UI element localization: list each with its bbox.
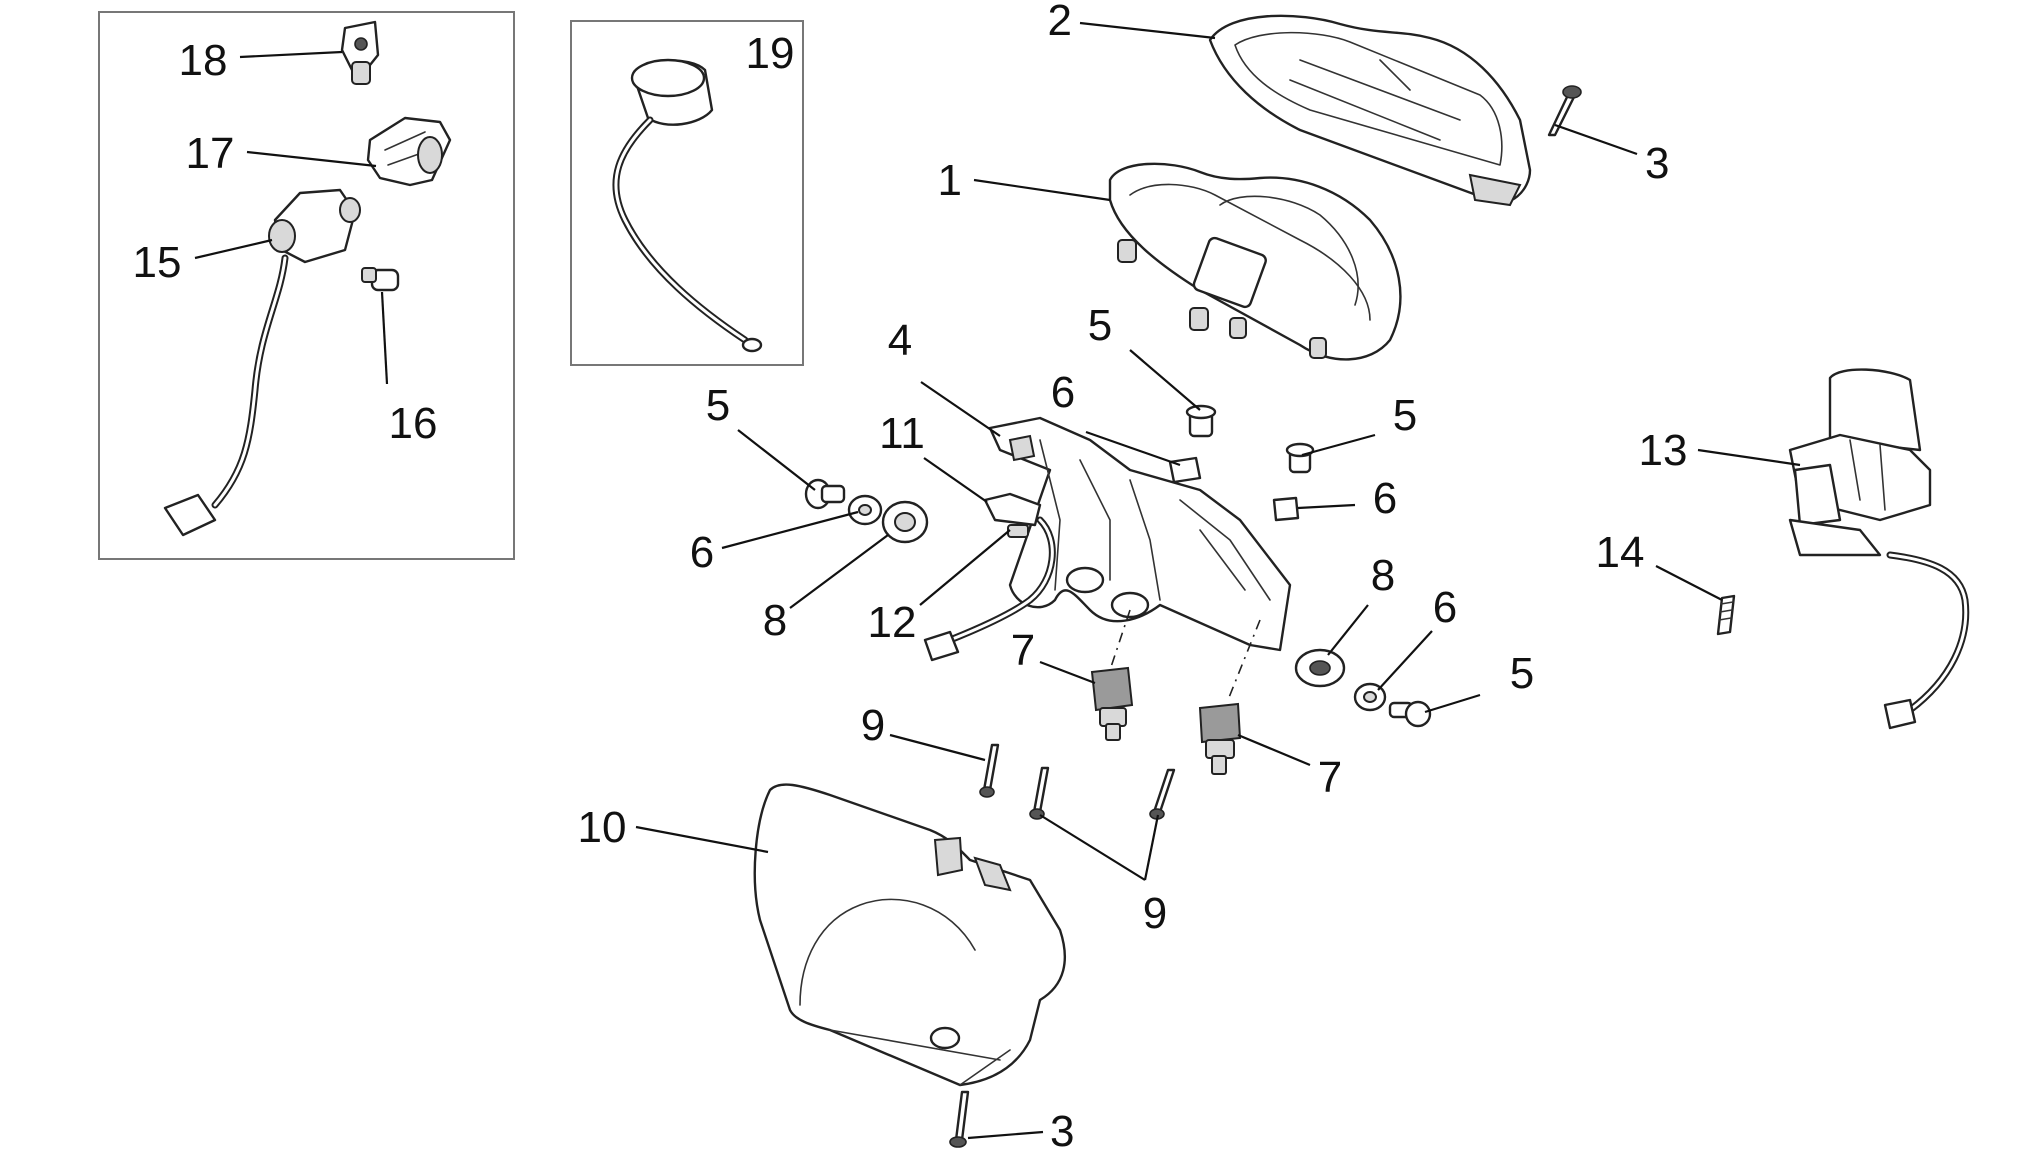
callout-3-bottom: 3 [1050, 1107, 1074, 1156]
callout-6-left: 6 [690, 528, 714, 577]
part-8-grommet-right [1294, 648, 1346, 688]
part-6-washer-center [1168, 456, 1202, 484]
part-13-ignition-switch [1788, 368, 1970, 730]
callout-6-center: 6 [1051, 368, 1075, 417]
callout-9-left: 9 [861, 701, 885, 750]
callout-13: 13 [1639, 426, 1688, 475]
part-6-washer-right-lower [1353, 682, 1387, 712]
part-3-screw-bottom [949, 1090, 970, 1148]
part-18-clip [340, 20, 380, 85]
callout-7-right: 7 [1318, 753, 1342, 802]
part-9-screw-c [1149, 768, 1176, 820]
callout-5-center: 5 [1088, 301, 1112, 350]
callout-6-right-upper: 6 [1373, 474, 1397, 523]
part-16-screw [361, 267, 400, 292]
part-9-screw-b [1029, 766, 1050, 820]
callout-8-right: 8 [1371, 551, 1395, 600]
callout-16: 16 [389, 399, 438, 448]
callout-12: 12 [868, 598, 917, 647]
callout-10: 10 [578, 803, 627, 852]
callout-3-top: 3 [1645, 139, 1669, 188]
part-7-foam-right [1198, 702, 1242, 775]
callout-19: 19 [746, 29, 795, 78]
callout-6-right-lower: 6 [1433, 583, 1457, 632]
callout-7-left: 7 [1011, 626, 1035, 675]
part-8-grommet-left [881, 500, 929, 544]
part-19-antenna [612, 58, 763, 353]
callout-1: 1 [938, 156, 962, 205]
part-7-foam-left [1090, 666, 1134, 741]
callout-14: 14 [1596, 528, 1645, 577]
part-6-washer-right-upper [1272, 496, 1300, 522]
axis-line-left [1109, 609, 1131, 671]
part-6-washer-left [847, 494, 883, 526]
part-14-bolt [1716, 594, 1736, 636]
inset-frame-sensors [98, 11, 515, 560]
callout-8-left: 8 [763, 596, 787, 645]
callout-15: 15 [133, 238, 182, 287]
part-2-instrument-cover [1208, 14, 1532, 207]
inset-frame-antenna [570, 20, 804, 366]
callout-2: 2 [1048, 0, 1072, 45]
callout-17: 17 [186, 129, 235, 178]
part-5-screw-right-lower [1388, 700, 1432, 728]
callout-18: 18 [179, 36, 228, 85]
callout-9-bottom: 9 [1143, 889, 1167, 938]
part-5-screw-right-upper [1285, 442, 1315, 474]
callout-5-left: 5 [706, 381, 730, 430]
part-4-mounting-bracket [988, 416, 1292, 652]
part-10-lower-cover [753, 783, 1067, 1087]
callout-4: 4 [888, 316, 912, 365]
part-5-screw-left [804, 478, 846, 510]
callout-5-right-upper: 5 [1393, 391, 1417, 440]
part-5-screw-center [1185, 404, 1217, 438]
part-15-sensor [163, 188, 361, 537]
leader-lines [194, 21, 1801, 1140]
part-17-bracket [366, 116, 452, 187]
part-9-screw-a [979, 743, 1000, 798]
callout-11: 11 [879, 409, 925, 458]
callout-5-right-lower: 5 [1510, 649, 1534, 698]
callout-labels: 1 2 3 3 4 5 5 5 5 6 6 6 6 7 7 8 8 9 9 10… [133, 0, 1688, 1156]
part-1-instrument-panel [1108, 162, 1402, 361]
part-11-12-harness [923, 492, 1056, 662]
